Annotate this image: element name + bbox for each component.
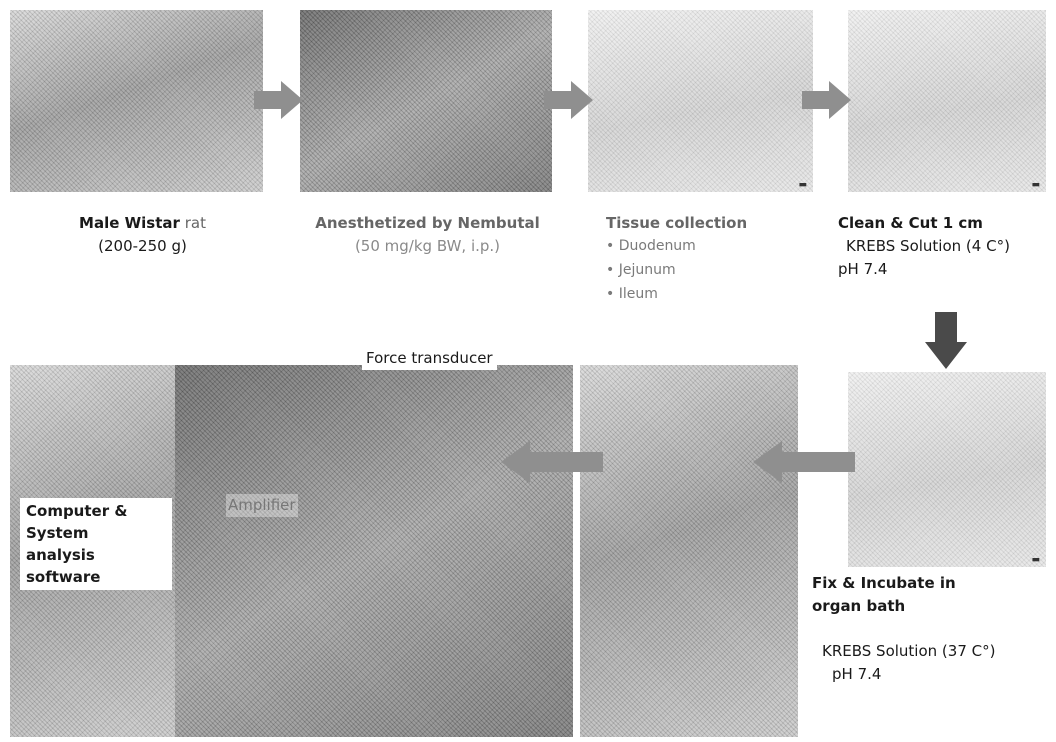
photo-tissue-collection: ▬ <box>588 10 813 192</box>
photo-clean-cut: ▬ <box>848 10 1046 192</box>
incubate-subtitle: organ bath <box>812 595 956 618</box>
anesthesia-label: Anesthetized by Nembutal (50 mg/kg BW, i… <box>295 212 560 258</box>
right-arrow-icon <box>254 80 304 120</box>
tissue-item-ileum: • Ileum <box>606 284 658 305</box>
photo-anesthetized-rat <box>300 10 552 192</box>
incubate-ph: pH 7.4 <box>832 663 881 686</box>
tissue-item-jejunum: • Jejunum <box>606 260 676 281</box>
incubate-title: Fix & Incubate in <box>812 572 956 595</box>
rat-title-bold: Male Wistar <box>79 214 180 232</box>
scale-bar: ▬ <box>798 180 807 190</box>
left-arrow-icon <box>500 440 604 484</box>
rat-label: Male Wistar rat (200-250 g) <box>55 212 230 258</box>
down-arrow-icon <box>924 312 968 370</box>
clean-ph: pH 7.4 <box>838 258 1010 281</box>
photo-organ-bath <box>580 365 798 737</box>
right-arrow-icon <box>544 80 594 120</box>
photo-male-wistar-rat <box>10 10 263 192</box>
left-arrow-icon <box>752 440 856 484</box>
clean-label: Clean & Cut 1 cm KREBS Solution (4 C°) p… <box>838 212 1010 281</box>
right-arrow-icon <box>802 80 852 120</box>
computer-line-2: System <box>26 522 166 544</box>
anesthesia-dose: (50 mg/kg BW, i.p.) <box>295 235 560 258</box>
rat-weight: (200-250 g) <box>55 235 230 258</box>
incubate-label: Fix & Incubate in organ bath <box>812 572 956 618</box>
scale-bar: ▬ <box>1031 180 1040 190</box>
anesthesia-title: Anesthetized by Nembutal <box>295 212 560 235</box>
computer-line-4: software <box>26 566 166 588</box>
computer-line-3: analysis <box>26 544 166 566</box>
rat-title-rest: rat <box>180 214 206 232</box>
computer-label: Computer & System analysis software <box>20 498 172 590</box>
clean-title: Clean & Cut 1 cm <box>838 212 1010 235</box>
incubate-solution: KREBS Solution (37 C°) <box>822 640 995 663</box>
photo-force-transducer-amplifier <box>175 365 573 737</box>
tissue-title: Tissue collection <box>606 212 747 235</box>
force-transducer-label: Force transducer <box>362 347 497 370</box>
clean-solution: KREBS Solution (4 C°) <box>838 235 1010 258</box>
photo-tissue-in-bath: ▬ <box>848 372 1046 567</box>
scale-bar: ▬ <box>1031 555 1040 565</box>
amplifier-label: Amplifier <box>226 494 298 517</box>
tissue-item-duodenum: • Duodenum <box>606 236 696 257</box>
computer-line-1: Computer & <box>26 500 166 522</box>
